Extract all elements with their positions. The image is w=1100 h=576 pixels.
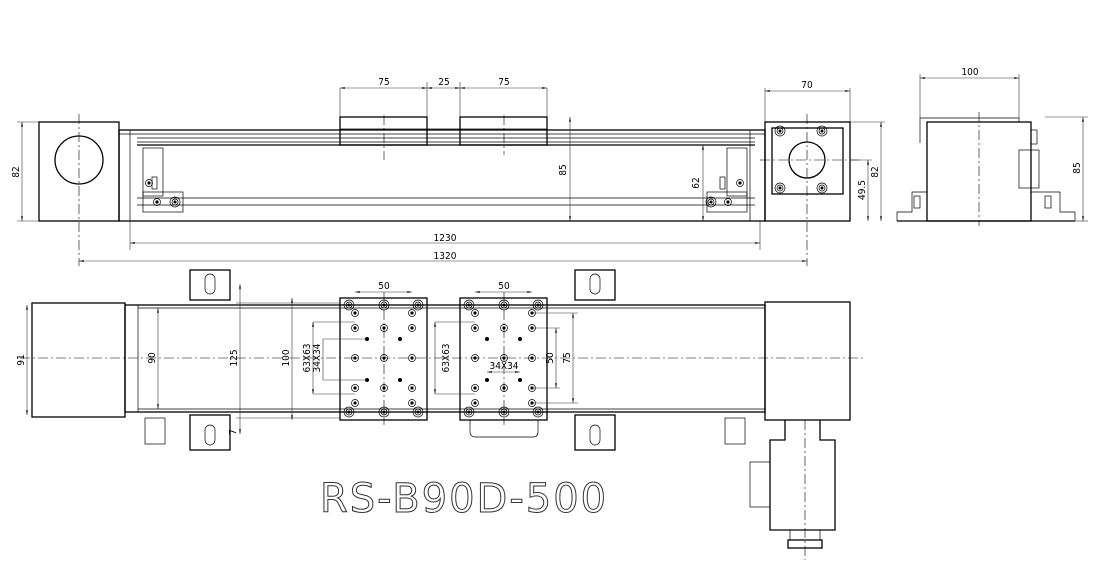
dim-length-total: 1320 — [434, 251, 457, 262]
motor-housing — [764, 301, 851, 421]
dim-rail-width: 90 — [147, 352, 158, 364]
motor — [769, 420, 836, 531]
plate2-vertical-75: 75 — [562, 352, 573, 363]
front-view: 75 25 75 82 85 62 1230 1320 — [11, 77, 807, 266]
dim-center-height: 49.5 — [857, 180, 868, 200]
carriage-plate-1 — [339, 292, 428, 425]
dim-side-height: 85 — [1072, 162, 1083, 173]
carriage-2 — [459, 116, 548, 146]
dim-length-rail: 1230 — [434, 233, 457, 244]
dim-end-cap-width: 91 — [16, 354, 27, 365]
end-view: 70 82 49.5 — [760, 80, 885, 266]
left-end-cap — [31, 302, 126, 418]
dim-carriage-2: 75 — [498, 77, 509, 88]
mount-feet — [144, 269, 746, 451]
dim-height-rail: 85 — [558, 164, 569, 175]
dim-carriage-gap: 25 — [438, 77, 449, 88]
plate1-pattern-large: 63X63 — [302, 343, 313, 372]
dim-end-width: 70 — [801, 80, 813, 91]
dim-bracket-height: 62 — [691, 177, 702, 188]
plate1-hole-spacing: 50 — [378, 281, 390, 292]
plate2-hole-spacing: 50 — [498, 281, 510, 292]
carriage-plate-2 — [459, 292, 548, 438]
plate2-pattern-small: 34X34 — [489, 361, 518, 372]
left-bracket — [142, 147, 184, 213]
dim-height-left: 82 — [11, 166, 22, 177]
dim-foot-offset: 7 — [228, 429, 239, 435]
rail-body — [118, 129, 766, 222]
dim-carriage-1: 75 — [378, 77, 389, 88]
side-view: 100 85 — [896, 67, 1088, 226]
top-view: 91 90 125 7 100 63X63 34X34 50 63X63 34X… — [16, 269, 865, 560]
plate2-vertical-50: 50 — [545, 352, 556, 364]
plate1-pattern-small: 34X34 — [312, 343, 323, 372]
right-bracket — [705, 147, 748, 213]
model-title: RS-B90D-500 — [320, 476, 608, 522]
dim-plate-width: 100 — [281, 349, 292, 366]
plate2-pattern-large: 63X63 — [441, 343, 452, 372]
dim-end-height: 82 — [870, 166, 881, 177]
dim-side-width: 100 — [961, 67, 978, 78]
dim-foot-span: 125 — [229, 349, 240, 366]
carriage-1 — [339, 116, 428, 146]
